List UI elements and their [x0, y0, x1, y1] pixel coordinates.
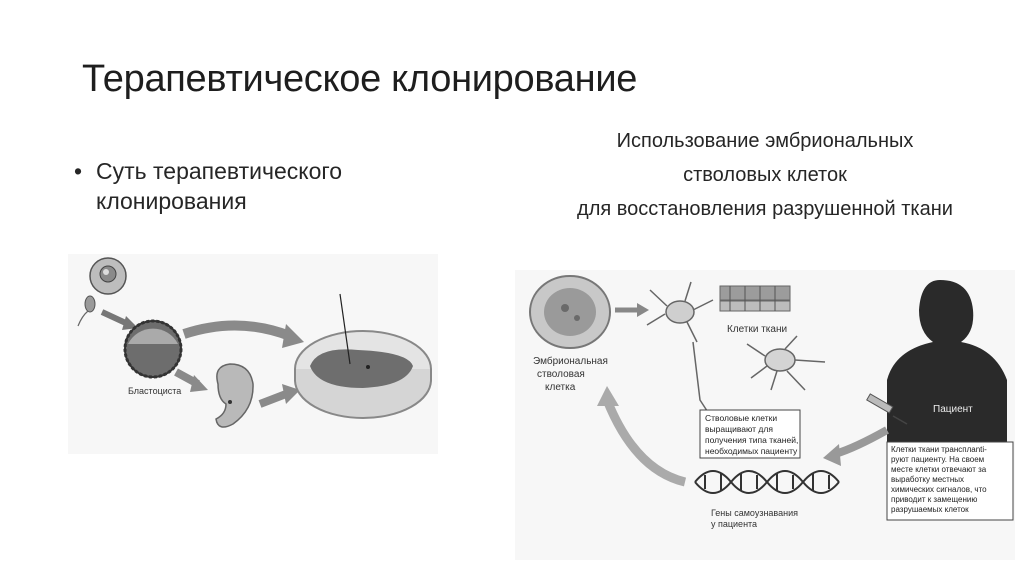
tissue-cells-label: Клетки ткани — [727, 324, 787, 335]
svg-text:у пациента: у пациента — [711, 519, 757, 529]
blastocyst-label: Бластоциста — [128, 386, 181, 396]
stem-box-line-2: выращивают для — [705, 424, 773, 434]
stem-box-line-4: необходимых пациенту — [705, 446, 798, 456]
right-caption: Использование эмбриональных стволовых кл… — [520, 124, 1010, 226]
neuron-cell-icon — [646, 281, 714, 421]
transplant-box-line-5: химических сигналов, что — [891, 485, 987, 494]
svg-text:стволовая: стволовая — [537, 369, 585, 380]
svg-text:Эмбриональная: Эмбриональная — [533, 355, 608, 367]
transplant-info-box — [886, 441, 1014, 521]
bullet-text: Суть терапевтического клонирования — [96, 156, 342, 216]
transplant-box-line-6: приводит к замещению — [891, 495, 977, 504]
muscle-tissue-icon — [719, 285, 791, 312]
syringe-icon — [866, 393, 908, 425]
right-caption-line-2: стволовых клеток — [683, 164, 847, 186]
bullet-line-2: клонирования — [96, 188, 247, 214]
cloning-illustration-left: Бластоциста — [68, 254, 438, 454]
transplant-box-line-1: Клетки ткани трансплanti- — [891, 445, 987, 454]
transplant-box-line-7: разрушаемых клеток — [891, 505, 969, 514]
transplant-box-line-3: месте клетки отвечают за — [891, 465, 987, 474]
stem-cell-illustration-right: Эмбриональная стволовая клетка Клетки тк… — [515, 270, 1015, 560]
right-caption-line-3: для восстановления разрушенной ткани — [577, 198, 953, 220]
svg-text:Гены самоузнавания: Гены самоузнавания — [711, 508, 798, 518]
stem-box-line-3: получения типа тканей, — [705, 435, 798, 445]
patient-label: Пациент — [933, 404, 973, 415]
svg-text:клетка: клетка — [545, 382, 576, 393]
embryonic-cell-label: Эмбриональная стволовая клетка — [533, 355, 608, 393]
transplant-box-line-2: руют пациенту. На своем — [891, 455, 984, 464]
stem-cells-info-box — [699, 409, 801, 459]
neuron-cell-2-icon — [746, 335, 826, 391]
bullet-line-1: Суть терапевтического — [96, 158, 343, 184]
transplant-box-line-4: выработку местных — [891, 475, 964, 484]
genes-label: Гены самоузнавания у пациента — [711, 508, 798, 529]
bullet-marker: • — [74, 158, 83, 184]
embryo-icon — [215, 363, 254, 428]
right-caption-line-1: Использование эмбриональных — [616, 130, 914, 152]
slide-title: Терапевтическое клонирование — [82, 58, 638, 100]
stem-box-line-1: Стволовые клетки — [705, 413, 777, 423]
sperm-icon — [84, 295, 96, 313]
dna-helix-icon — [694, 470, 840, 494]
